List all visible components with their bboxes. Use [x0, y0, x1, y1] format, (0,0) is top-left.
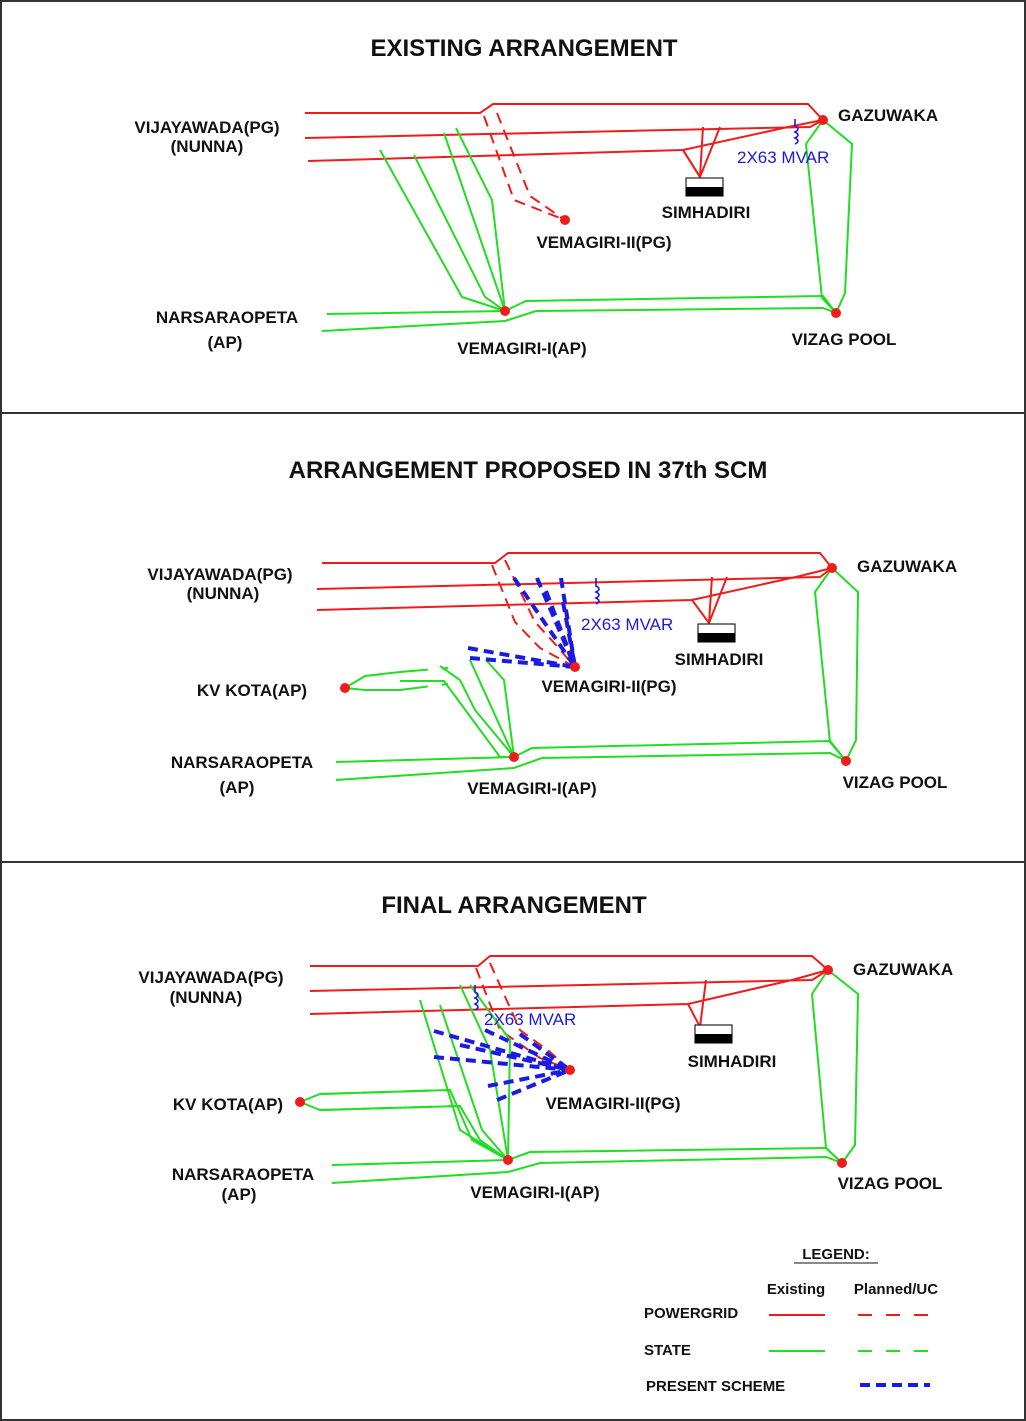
kv-kota-dot [340, 683, 350, 693]
panel-title: EXISTING ARRANGEMENT [370, 35, 677, 62]
simhadiri-label: SIMHADIRI [662, 203, 751, 222]
vemagiri-ii-dot [565, 1065, 575, 1075]
simhadiri-label: SIMHADIRI [688, 1052, 777, 1071]
state-planned-lines [399, 667, 449, 691]
state-existing-lines [321, 119, 854, 332]
vemagiri-i-label: VEMAGIRI-I(AP) [467, 779, 596, 798]
ap-label: (AP) [220, 778, 255, 797]
powergrid-planned-lines [475, 962, 571, 1071]
vemagiri-i-label: VEMAGIRI-I(AP) [457, 339, 586, 358]
legend-row-present-scheme: PRESENT SCHEME [646, 1378, 785, 1395]
legend-col-existing: Existing [767, 1281, 825, 1298]
gazuwaka-label: GAZUWAKA [838, 106, 938, 125]
gazuwaka-dot [823, 965, 833, 975]
vemagiri-i-dot [503, 1155, 513, 1165]
reactor-label: 2X63 MVAR [737, 148, 829, 167]
reactor-symbol [594, 578, 600, 605]
vizag-pool-label: VIZAG POOL [843, 773, 948, 792]
kv-kota-label: KV KOTA(AP) [197, 681, 307, 700]
powergrid-planned-lines [483, 112, 566, 221]
simhadiri-generator-fill [698, 633, 735, 642]
powergrid-planned-lines [491, 559, 576, 668]
ap-label: (AP) [208, 333, 243, 352]
vizag-pool-dot [841, 756, 851, 766]
panel-title: FINAL ARRANGEMENT [381, 892, 647, 919]
legend-row-state: STATE [644, 1342, 691, 1359]
vizag-pool-dot [831, 308, 841, 318]
present-scheme-lines [467, 576, 577, 669]
vemagiri-i-dot [500, 306, 510, 316]
state-existing-lines [299, 969, 860, 1184]
narsaraopeta-label: NARSARAOPETA [172, 1165, 314, 1184]
gazuwaka-dot [827, 563, 837, 573]
nunna-label: (NUNNA) [170, 988, 243, 1007]
powergrid-existing-lines [316, 552, 833, 626]
state-planned-lines [319, 1089, 461, 1111]
simhadiri-generator-fill [686, 187, 723, 196]
vemagiri-ii-label: VEMAGIRI-II(PG) [545, 1094, 680, 1113]
narsaraopeta-label: NARSARAOPETA [156, 308, 298, 327]
vijayawada-label: VIJAYAWADA(PG) [134, 118, 279, 137]
reactor-label: 2X63 MVAR [484, 1010, 576, 1029]
simhadiri-label: SIMHADIRI [675, 650, 764, 669]
narsaraopeta-label: NARSARAOPETA [171, 753, 313, 772]
kv-kota-label: KV KOTA(AP) [173, 1095, 283, 1114]
vemagiri-ii-label: VEMAGIRI-II(PG) [541, 677, 676, 696]
reactor-label: 2X63 MVAR [581, 615, 673, 634]
vemagiri-ii-label: VEMAGIRI-II(PG) [536, 233, 671, 252]
vijayawada-label: VIJAYAWADA(PG) [147, 565, 292, 584]
vemagiri-i-label: VEMAGIRI-I(AP) [470, 1183, 599, 1202]
simhadiri-generator-fill [695, 1034, 732, 1043]
legend-col-planned: Planned/UC [854, 1281, 938, 1298]
reactor-symbol [473, 985, 479, 1011]
vemagiri-i-dot [509, 752, 519, 762]
vizag-pool-dot [837, 1158, 847, 1168]
vizag-pool-label: VIZAG POOL [792, 330, 897, 349]
legend: LEGEND: Existing Planned/UC POWERGRID ST… [644, 1246, 938, 1395]
present-scheme-lines [433, 1028, 572, 1102]
legend-title: LEGEND: [802, 1246, 870, 1263]
ap-label: (AP) [222, 1185, 257, 1204]
gazuwaka-dot [818, 115, 828, 125]
panel-final: FINAL ARRANGEMENT [138, 892, 953, 1204]
panel-existing: EXISTING ARRANGEMENT [134, 35, 938, 358]
gazuwaka-label: GAZUWAKA [857, 557, 957, 576]
gazuwaka-label: GAZUWAKA [853, 960, 953, 979]
vemagiri-ii-dot [560, 215, 570, 225]
nunna-label: (NUNNA) [171, 137, 244, 156]
vijayawada-label: VIJAYAWADA(PG) [138, 968, 283, 987]
nunna-label: (NUNNA) [187, 584, 260, 603]
panel-proposed: ARRANGEMENT PROPOSED IN 37th SCM [147, 457, 957, 798]
panel-title: ARRANGEMENT PROPOSED IN 37th SCM [289, 457, 768, 484]
kv-kota-dot [295, 1097, 305, 1107]
reactor-symbol [793, 119, 799, 145]
state-existing-lines [335, 567, 860, 781]
vizag-pool-label: VIZAG POOL [838, 1174, 943, 1193]
legend-row-powergrid: POWERGRID [644, 1305, 738, 1322]
vemagiri-ii-dot [570, 662, 580, 672]
powergrid-existing-lines [309, 955, 829, 1031]
